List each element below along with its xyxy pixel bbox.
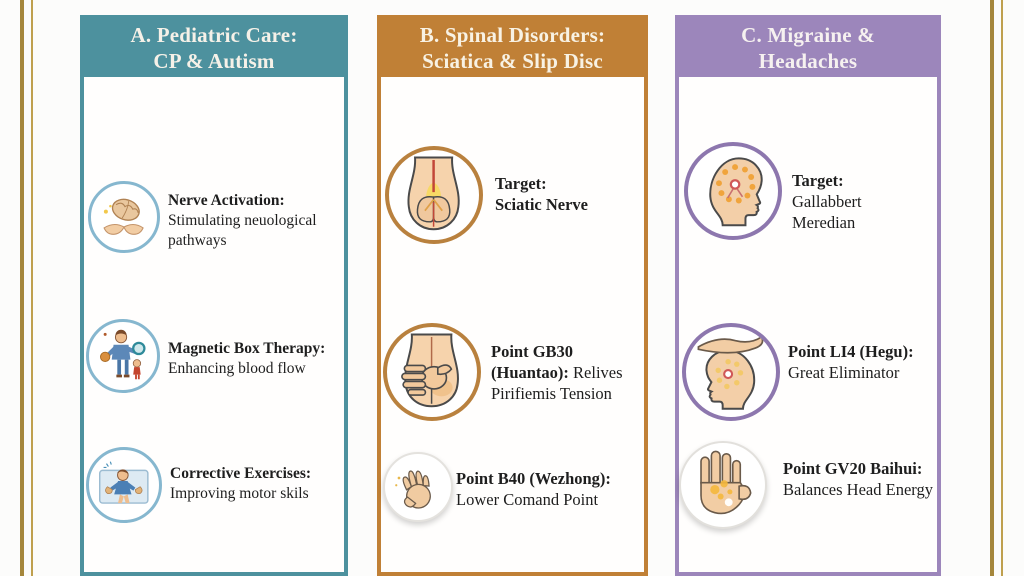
frame-line-right-outer [990, 0, 994, 576]
item-point-gv20: Point GV20 Baihui: Balances Head Energy [679, 441, 933, 529]
column-pediatric-care-header: A. Pediatric Care: CP & Autism [84, 19, 344, 77]
item-point-gv20-text: Point GV20 Baihui: Balances Head Energy [783, 459, 933, 500]
hands-holding-brain-icon [88, 181, 160, 253]
item-magnetic-box-therapy: Magnetic Box Therapy: Enhancing blood fl… [86, 319, 325, 393]
item-target-gallbladder-meridian-text: Target: Gallabbert Meredian [792, 171, 862, 233]
frame-line-right-inner [1001, 0, 1003, 576]
child-corrective-exercise-icon [86, 447, 162, 523]
item-point-b40: Point B40 (Wezhong): Lower Comand Point [383, 452, 611, 522]
item-point-gb30: Point GB30 (Huantao): Relives Pirifiemis… [383, 323, 623, 421]
column-spinal-disorders-title: B. Spinal Disorders: Sciatica & Slip Dis… [419, 22, 606, 73]
head-meridian-points-icon [684, 142, 782, 240]
frame-line-left-inner [31, 0, 33, 576]
item-point-li4-text: Point LI4 (Hegu): Great Eliminator [788, 342, 914, 383]
item-target-gallbladder-meridian: Target: Gallabbert Meredian [684, 142, 862, 240]
item-nerve-activation-text: Nerve Activation: Stimulating neuologica… [168, 192, 317, 249]
item-corrective-exercises: Corrective Exercises: Improving motor sk… [86, 447, 311, 523]
column-pediatric-care-title: A. Pediatric Care: CP & Autism [130, 22, 298, 73]
item-target-sciatic-nerve: Target: Sciatic Nerve [385, 146, 588, 244]
item-point-li4: Point LI4 (Hegu): Great Eliminator [682, 323, 914, 421]
frame-line-left-outer [20, 0, 24, 576]
item-magnetic-box-therapy-text: Magnetic Box Therapy: Enhancing blood fl… [168, 340, 326, 377]
column-pediatric-care: A. Pediatric Care: CP & Autism Nerve Act… [80, 15, 348, 576]
lower-back-sciatic-nerve-icon [385, 146, 483, 244]
column-migraine-headaches-title: C. Migraine & Headaches [741, 22, 875, 73]
column-spinal-disorders-header: B. Spinal Disorders: Sciatica & Slip Dis… [381, 19, 644, 77]
waving-hand-icon [383, 452, 453, 522]
item-point-b40-text: Point B40 (Wezhong): Lower Comand Point [456, 469, 611, 510]
item-point-gb30-text: Point GB30 (Huantao): Relives Pirifiemis… [491, 342, 623, 404]
column-spinal-disorders: B. Spinal Disorders: Sciatica & Slip Dis… [377, 15, 648, 576]
item-target-sciatic-nerve-text: Target: Sciatic Nerve [495, 174, 588, 215]
glowing-palm-icon [679, 441, 767, 529]
parent-and-child-therapy-icon [86, 319, 160, 393]
column-migraine-headaches-header: C. Migraine & Headaches [679, 19, 937, 77]
item-nerve-activation: Nerve Activation: Stimulating neuologica… [88, 181, 317, 253]
item-corrective-exercises-text: Corrective Exercises: Improving motor sk… [170, 465, 312, 502]
hand-pressing-hip-icon [383, 323, 481, 421]
column-migraine-headaches: C. Migraine & Headaches Target: Gallabbe… [675, 15, 941, 576]
hand-over-head-icon [682, 323, 780, 421]
